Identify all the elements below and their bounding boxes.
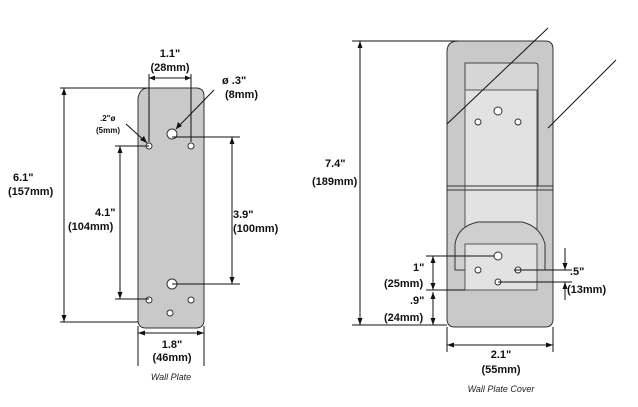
dim-inner-right-mm: (100mm)	[233, 223, 279, 235]
dim-width-top: 1.1" (28mm)	[148, 48, 192, 142]
dim-large-hole: ø .3" (8mm)	[175, 75, 258, 130]
dim-width-bottom: 1.8" (46mm)	[137, 326, 205, 366]
cover-cutline-1	[446, 27, 549, 125]
dim-height: 6.1" (157mm)	[8, 87, 148, 323]
dim-cover-1in: 1" (25mm)	[384, 255, 494, 291]
dim-small-hole: .2"ø (5mm)	[96, 114, 148, 144]
wall-plate-body	[137, 87, 205, 329]
cover-hole-top-right	[514, 118, 522, 126]
cover-caption: Wall Plate Cover	[468, 384, 536, 394]
cover-hole-top-center	[493, 106, 503, 116]
dim-inner-right-inch: 3.9"	[233, 209, 254, 221]
dim-height-inch: 6.1"	[13, 172, 34, 184]
dim-cover-width-mm: (55mm)	[481, 364, 520, 376]
wall-plate-small-hole-left-bottom	[145, 296, 153, 304]
wall-plate-small-hole-right-bottom	[187, 296, 195, 304]
dim-cover-05in-mm: (13mm)	[567, 284, 606, 296]
dim-cover-height-mm: (189mm)	[312, 176, 358, 188]
cover-hole-top-left	[474, 118, 482, 126]
dim-cover-09in: .9" (24mm)	[384, 292, 436, 325]
cover-cutline-2	[547, 59, 617, 129]
dim-cover-09in-mm: (24mm)	[384, 312, 423, 324]
cover-band	[447, 185, 553, 191]
wall-plate-small-hole-bottom	[166, 309, 174, 317]
dim-small-hole-mm: (5mm)	[96, 126, 120, 135]
dim-width-top-mm: (28mm)	[150, 62, 189, 74]
dim-cover-height: 7.4" (189mm)	[312, 40, 458, 326]
dim-inner-left-mm: (104mm)	[68, 221, 114, 233]
dim-inner-right: 3.9" (100mm)	[172, 136, 279, 285]
dim-height-mm: (157mm)	[8, 186, 54, 198]
dim-cover-height-inch: 7.4"	[325, 158, 346, 170]
cover-hole-lower-left	[474, 266, 482, 274]
dim-cover-1in-inch: 1"	[413, 262, 424, 274]
dim-width-bottom-mm: (46mm)	[152, 352, 191, 364]
dim-large-hole-mm: (8mm)	[225, 89, 258, 101]
dim-cover-width: 2.1" (55mm)	[446, 327, 554, 376]
dim-large-hole-inch: ø .3"	[222, 75, 246, 87]
wall-plate	[137, 87, 205, 329]
dim-inner-left-inch: 4.1"	[95, 207, 116, 219]
dim-width-top-inch: 1.1"	[160, 48, 181, 60]
dim-cover-09in-inch: .9"	[410, 295, 424, 307]
dim-cover-05in-inch: .5"	[570, 266, 584, 278]
wall-plate-small-hole-right-top	[187, 142, 195, 150]
dim-cover-width-inch: 2.1"	[491, 349, 512, 361]
cover-hole-lower-center	[493, 251, 503, 261]
dim-width-bottom-inch: 1.8"	[162, 339, 183, 351]
wall-plate-caption: Wall Plate	[151, 372, 191, 382]
dim-inner-left: 4.1" (104mm)	[68, 145, 149, 300]
dim-cover-1in-mm: (25mm)	[384, 278, 423, 290]
dim-cover-05in: .5" (13mm)	[498, 248, 606, 300]
dim-small-hole-inch: .2"ø	[100, 114, 115, 123]
